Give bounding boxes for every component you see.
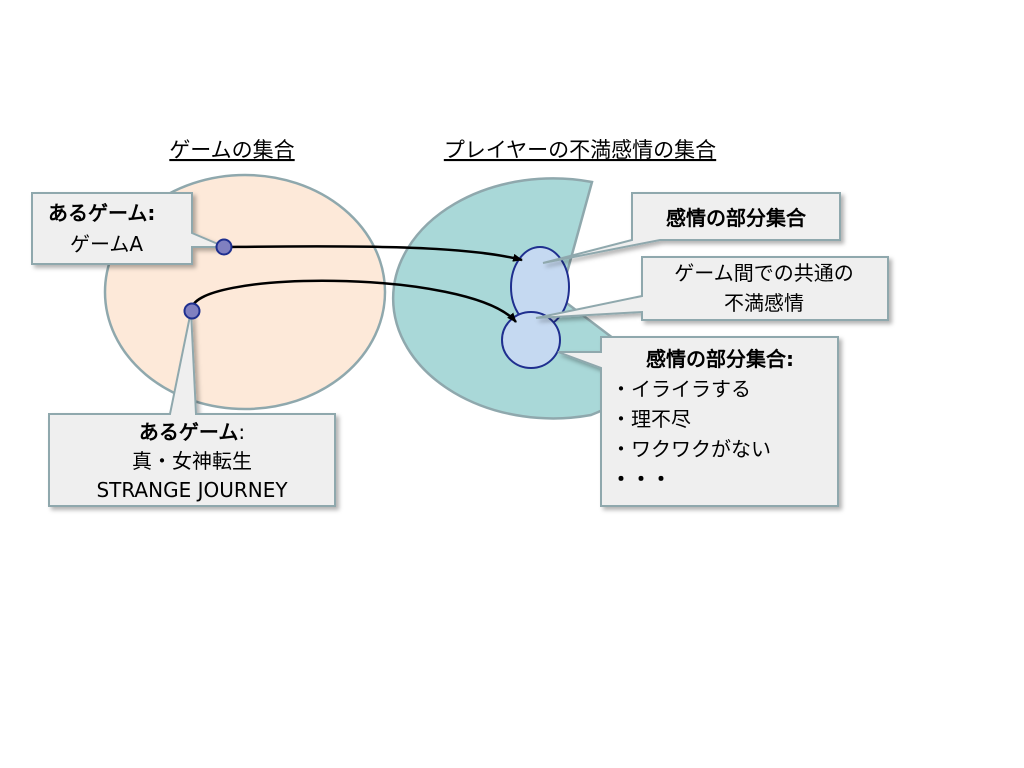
arrow-game-a-to-subset: [223, 245, 523, 262]
subset-list-item: ・ワクワクがない: [611, 437, 771, 461]
callout-game-a-heading: あるゲーム:: [48, 201, 155, 225]
callout-common-line1: ゲーム間での共通の: [674, 261, 853, 285]
game-set-title: ゲームの集合: [169, 138, 294, 162]
callout-game-a: あるゲーム: ゲームA: [31, 192, 226, 265]
callout-common-line2: 不満感情: [724, 291, 804, 315]
callout-game-a-body: ゲームA: [70, 232, 143, 256]
point-game-a: [215, 238, 233, 256]
callout-sj: あるゲーム: 真・女神転生 STRANGE JOURNEY: [48, 310, 336, 507]
callout-subset-list: 感情の部分集合: ・イライラする ・理不尽 ・ワクワクがない ・・・: [557, 336, 839, 507]
callout-common: ゲーム間での共通の 不満感情: [535, 256, 889, 321]
callout-subset-top-label: 感情の部分集合: [666, 206, 807, 230]
subset-list-item: ・理不尽: [611, 407, 691, 431]
player-set-title: プレイヤーの不満感情の集合: [444, 138, 716, 162]
subset-list-item: ・・・: [611, 467, 671, 491]
callout-sj-line1: 真・女神転生: [132, 449, 252, 473]
callout-sj-heading-main: あるゲーム: [139, 420, 238, 444]
callout-subset-list-heading: 感情の部分集合:: [646, 347, 794, 371]
subset-ellipse-sj: [501, 311, 561, 369]
callout-sj-heading: あるゲーム:: [139, 420, 245, 444]
callout-subset-top: 感情の部分集合: [542, 192, 841, 264]
callout-sj-line2: STRANGE JOURNEY: [96, 478, 288, 502]
subset-list-item: ・イライラする: [611, 377, 751, 401]
arrow-sj-to-subset: [190, 279, 517, 323]
callout-sj-heading-colon: :: [238, 420, 245, 444]
point-sj: [183, 302, 201, 320]
